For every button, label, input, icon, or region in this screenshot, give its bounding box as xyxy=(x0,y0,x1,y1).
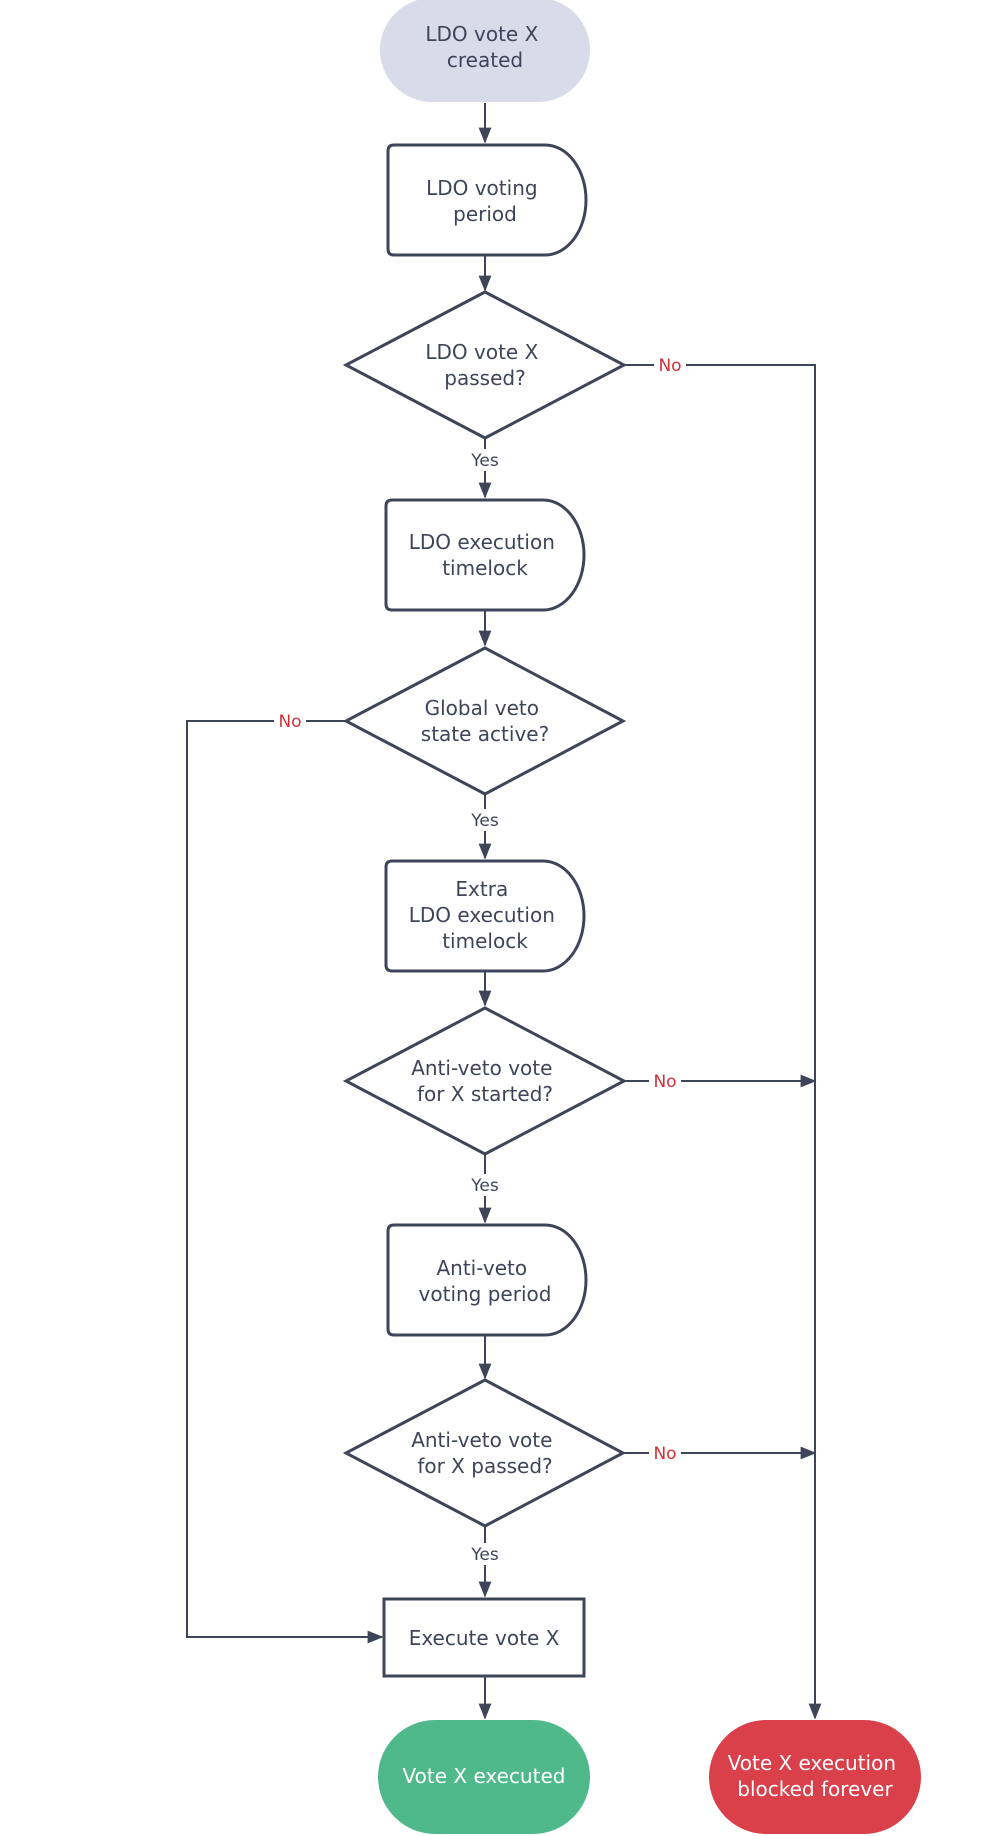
edge-label-yes: Yes xyxy=(470,1176,499,1196)
vote-blocked-line-2: blocked forever xyxy=(737,1777,893,1801)
ldo-vote-passed-line-1: LDO vote X xyxy=(425,340,538,364)
svg-text:Vote X execution blocked: Vote X execution blocked forever xyxy=(728,1751,903,1801)
svg-text:LDO vote X passed?: LDO vote X passed? xyxy=(425,340,544,390)
start-node: LDO vote X created xyxy=(380,0,590,102)
edge-label-no: No xyxy=(653,1072,676,1092)
svg-text:Anti-veto vote for X sta: Anti-veto vote for X started? xyxy=(411,1056,559,1106)
global-veto-decision: Global veto state active? xyxy=(342,646,627,796)
anti-veto-passed-line-1: Anti-veto vote xyxy=(411,1428,552,1452)
svg-text:LDO vote X created: LDO vote X created xyxy=(425,22,544,72)
svg-text:Anti-veto voting period: Anti-veto voting period xyxy=(419,1256,552,1306)
edge-labels: Yes Yes Yes Yes No No No No xyxy=(274,355,686,1565)
edge-label-no: No xyxy=(278,712,301,732)
extra-timelock-node: Extra LDO execution timelock xyxy=(384,859,586,973)
svg-text:Extra LDO execution: Extra LDO execution timelock xyxy=(409,877,561,953)
start-node-line-1: LDO vote X xyxy=(425,22,538,46)
execute-vote-label: Execute vote X xyxy=(409,1626,560,1650)
anti-veto-started-line-1: Anti-veto vote xyxy=(411,1056,552,1080)
ldo-execution-timelock-node: LDO execution timelock xyxy=(384,498,586,612)
edge-label-no: No xyxy=(653,1444,676,1464)
vote-executed-label: Vote X executed xyxy=(403,1764,566,1788)
svg-text:Anti-veto vote for X pas: Anti-veto vote for X passed? xyxy=(411,1428,559,1478)
ldo-voting-period-line-1: LDO voting xyxy=(426,176,537,200)
global-veto-line-1: Global veto xyxy=(425,696,539,720)
anti-veto-passed-decision: Anti-veto vote for X passed? xyxy=(342,1378,627,1528)
execute-vote-node: Execute vote X xyxy=(382,1597,586,1678)
anti-veto-passed-line-2: for X passed? xyxy=(417,1454,552,1478)
edge-passed-no xyxy=(624,364,822,1720)
edge-label-yes: Yes xyxy=(470,1545,499,1565)
ldo-voting-period-line-2: period xyxy=(453,202,517,226)
edge-label-yes: Yes xyxy=(470,451,499,471)
vote-blocked-terminal: Vote X execution blocked forever xyxy=(709,1720,921,1834)
anti-veto-started-decision: Anti-veto vote for X started? xyxy=(342,1006,628,1156)
svg-text:LDO execution timelock: LDO execution timelock xyxy=(409,530,561,580)
anti-veto-period-line-1: Anti-veto xyxy=(436,1256,527,1280)
edge-label-no: No xyxy=(658,356,681,376)
anti-veto-period-line-2: voting period xyxy=(419,1282,552,1306)
edge-veto-no xyxy=(186,720,384,1644)
start-node-line-2: created xyxy=(447,48,523,72)
svg-text:Global veto state active: Global veto state active? xyxy=(421,696,549,746)
anti-veto-period-node: Anti-veto voting period xyxy=(386,1223,588,1337)
ldo-execution-timelock-line-1: LDO execution xyxy=(409,530,555,554)
ldo-voting-period-node: LDO voting period xyxy=(386,143,588,257)
global-veto-line-2: state active? xyxy=(421,722,549,746)
edge-label-yes: Yes xyxy=(470,811,499,831)
extra-timelock-line-3: timelock xyxy=(442,929,528,953)
ldo-execution-timelock-line-2: timelock xyxy=(442,556,528,580)
svg-text:Execute vote X: Execute vote X xyxy=(409,1626,560,1650)
vote-executed-terminal: Vote X executed xyxy=(378,1720,590,1834)
svg-text:LDO voting period: LDO voting period xyxy=(426,176,544,226)
ldo-vote-passed-decision: LDO vote X passed? xyxy=(342,290,628,440)
svg-text:Vote X executed: Vote X executed xyxy=(403,1764,566,1788)
extra-timelock-line-1: Extra xyxy=(455,877,508,901)
vote-blocked-line-1: Vote X execution xyxy=(728,1751,896,1775)
ldo-vote-passed-line-2: passed? xyxy=(444,366,525,390)
anti-veto-started-line-2: for X started? xyxy=(417,1082,553,1106)
extra-timelock-line-2: LDO execution xyxy=(409,903,555,927)
